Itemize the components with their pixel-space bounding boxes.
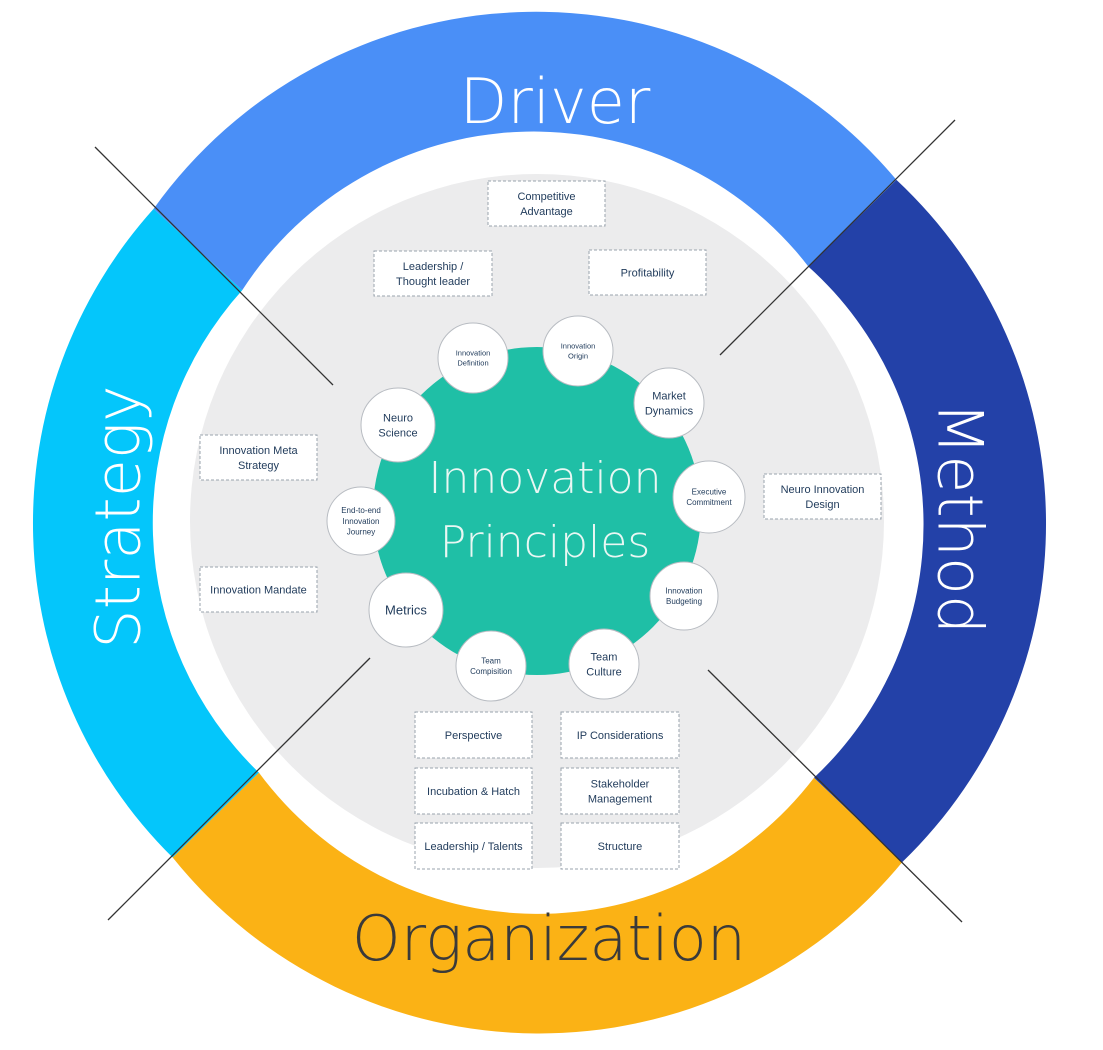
box-leadership-talents: Leadership / Talents — [414, 822, 533, 870]
center-title-line1: Innovation — [429, 453, 662, 504]
principle-label: Innovation — [456, 349, 491, 358]
box-label: Profitability — [621, 267, 675, 279]
principle-label: Innovation — [343, 517, 380, 526]
segment-label-strategy: Strategy — [82, 385, 155, 649]
principle-label: Budgeting — [666, 597, 702, 606]
principle-label: Market — [652, 390, 686, 402]
box-frame — [199, 434, 318, 481]
principle-circle — [437, 322, 509, 394]
principle-metrics: Metrics — [368, 572, 444, 648]
segment-organization — [172, 772, 903, 1034]
principle-label: Neuro — [383, 412, 413, 424]
box-frame — [487, 180, 606, 227]
principle-circle — [455, 630, 527, 702]
box-label: Neuro Innovation — [781, 484, 865, 496]
principle-label: Journey — [347, 528, 375, 537]
principle-circle — [568, 628, 640, 700]
box-frame — [560, 822, 680, 870]
principle-label: Compisition — [470, 667, 512, 676]
innovation-principles-core — [373, 347, 701, 675]
center-title-line2: Principles — [440, 517, 651, 568]
principle-label: End-to-end — [341, 506, 381, 515]
principle-circle — [326, 486, 396, 556]
principle-label: Science — [378, 427, 417, 439]
principle-label: Metrics — [385, 603, 427, 618]
box-label: Leadership / — [403, 261, 464, 273]
box-label: Management — [588, 793, 652, 805]
box-frame — [588, 249, 707, 296]
box-frame — [414, 767, 533, 815]
box-frame — [414, 711, 533, 759]
box-frame — [560, 711, 680, 759]
divider-line-top-left — [94, 146, 334, 386]
principle-label: Team — [481, 656, 501, 665]
box-incubation-hatch: Incubation & Hatch — [414, 767, 533, 815]
box-frame — [199, 566, 318, 613]
box-label: Thought leader — [396, 276, 470, 288]
principle-circle — [360, 387, 436, 463]
box-label: Innovation Mandate — [210, 584, 307, 596]
box-label: Strategy — [238, 460, 279, 472]
box-frame — [373, 250, 493, 297]
box-innovation-mandate: Innovation Mandate — [199, 566, 318, 613]
principle-label: Innovation — [561, 342, 596, 351]
principle-label: Definition — [457, 359, 488, 368]
segment-label-method: Method — [924, 402, 997, 635]
box-leadership-thought-leader: Leadership / Thought leader — [373, 250, 493, 297]
principle-label: Dynamics — [645, 405, 694, 417]
principle-circle — [649, 561, 719, 631]
box-label: Design — [805, 499, 839, 511]
box-frame — [560, 767, 680, 815]
divider-line-top-right — [719, 119, 956, 356]
box-frame — [763, 473, 882, 520]
box-label: Leadership / Talents — [424, 841, 523, 853]
principle-label: Culture — [586, 666, 621, 678]
box-structure: Structure — [560, 822, 680, 870]
segment-strategy — [32, 208, 259, 858]
box-label: Advantage — [520, 206, 573, 218]
principle-label: Innovation — [666, 586, 703, 595]
principle-label: Team — [591, 651, 618, 663]
box-label: Stakeholder — [591, 778, 650, 790]
segment-label-organization: Organization — [352, 902, 746, 975]
principle-label: Executive — [692, 487, 727, 496]
segment-driver — [153, 11, 897, 291]
segment-label-driver: Driver — [460, 65, 651, 138]
segment-method — [808, 179, 1047, 863]
box-label: IP Considerations — [577, 730, 664, 742]
principle-circle — [542, 315, 614, 387]
principle-circle — [672, 460, 746, 534]
box-ip-considerations: IP Considerations — [560, 711, 680, 759]
principle-label: Commitment — [686, 498, 732, 507]
box-label: Structure — [598, 841, 643, 853]
principle-label: Origin — [568, 352, 588, 361]
box-frame — [414, 822, 533, 870]
box-label: Incubation & Hatch — [427, 786, 520, 798]
divider-line-bottom-right — [707, 669, 963, 923]
box-profitability: Profitability — [588, 249, 707, 296]
principle-circle — [368, 572, 444, 648]
box-perspective: Perspective — [414, 711, 533, 759]
box-label: Perspective — [445, 730, 502, 742]
principle-circle — [633, 367, 705, 439]
box-label: Competitive — [517, 191, 575, 203]
principle-circles: InnovationDefinitionInnovationOriginMark… — [326, 315, 746, 702]
divider-line-bottom-left — [107, 657, 371, 921]
box-label: Innovation Meta — [219, 445, 298, 457]
